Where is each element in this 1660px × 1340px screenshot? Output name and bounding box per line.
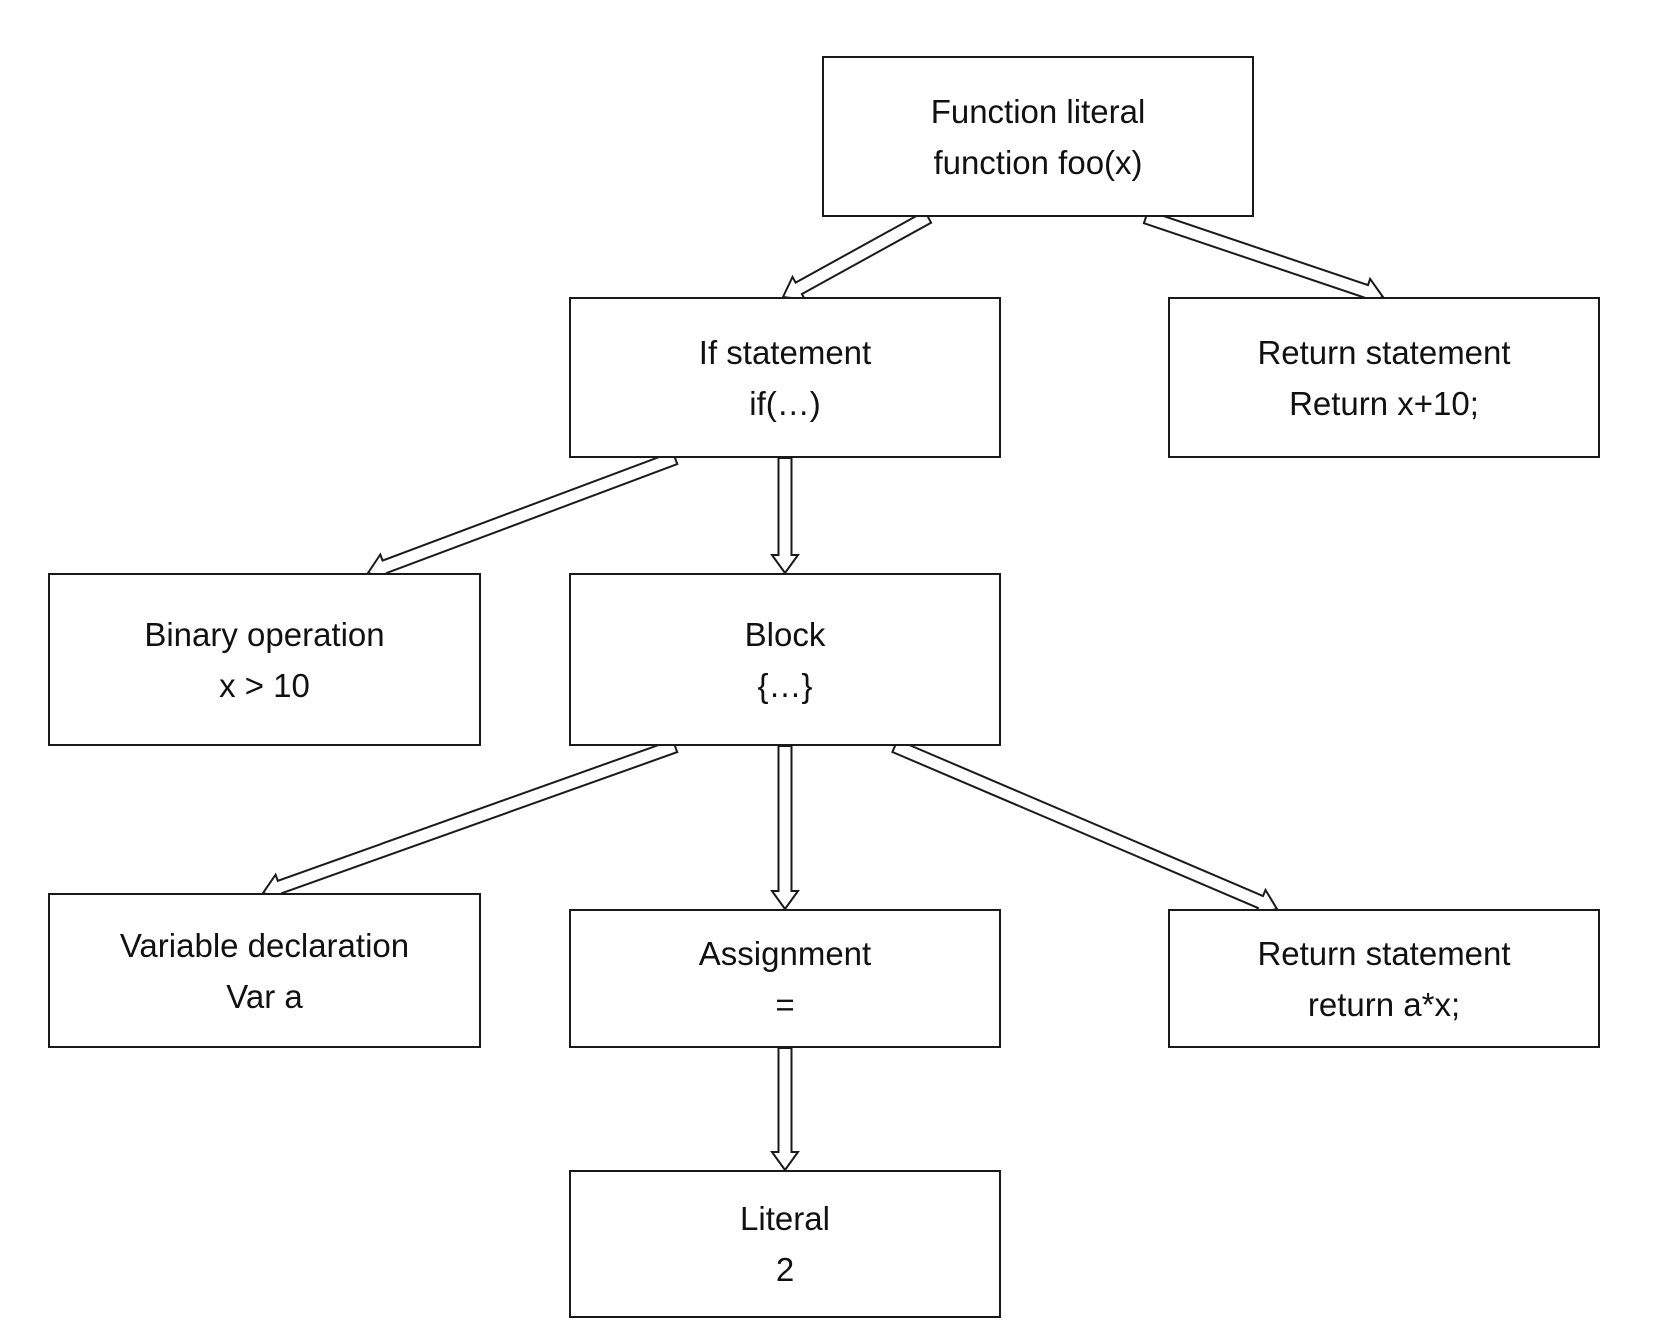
arrow-function-literal-to-return-statement-top — [1142, 209, 1385, 306]
node-function-literal: Function literal function foo(x) — [822, 56, 1254, 217]
arrow-block-to-assignment — [770, 745, 800, 911]
node-kind-label: Function literal — [930, 92, 1146, 130]
arrow-if-statement-to-binary-operation — [366, 450, 679, 581]
node-return-statement-top: Return statement Return x+10; — [1168, 297, 1600, 458]
node-kind-label: Literal — [740, 1200, 830, 1237]
node-code-label: {…} — [757, 666, 813, 704]
node-assignment: Assignment = — [569, 909, 1001, 1048]
node-code-label: if(…) — [749, 384, 821, 422]
node-code-label: Return x+10; — [1289, 384, 1479, 422]
arrow-if-statement-to-block — [770, 457, 800, 575]
node-code-label: function foo(x) — [933, 143, 1143, 181]
node-kind-label: Variable declaration — [119, 926, 410, 964]
node-return-statement-bottom: Return statement return a*x; — [1168, 909, 1600, 1048]
node-kind-label: Assignment — [698, 934, 872, 972]
node-code-label: return a*x; — [1307, 985, 1461, 1023]
node-kind-label: Return statement — [1257, 934, 1511, 972]
arrow-block-to-variable-declaration — [261, 738, 679, 901]
node-kind-label: If statement — [698, 333, 872, 371]
node-variable-declaration: Variable declaration Var a — [48, 893, 481, 1048]
node-kind-label: Binary operation — [144, 615, 385, 653]
node-literal: Literal 2 — [569, 1170, 1001, 1318]
node-code-label: x > 10 — [219, 666, 310, 704]
node-code-label: Var a — [226, 977, 303, 1015]
node-block: Block {…} — [569, 573, 1001, 746]
arrow-block-to-return-statement-bottom — [891, 738, 1279, 916]
node-code-label: 2 — [775, 1251, 795, 1288]
arrow-assignment-to-literal — [770, 1047, 800, 1172]
node-code-label: = — [775, 985, 795, 1023]
node-if-statement: If statement if(…) — [569, 297, 1001, 458]
node-kind-label: Return statement — [1257, 333, 1511, 371]
arrow-function-literal-to-if-statement — [781, 209, 933, 301]
node-kind-label: Block — [744, 615, 826, 653]
node-binary-operation: Binary operation x > 10 — [48, 573, 481, 746]
